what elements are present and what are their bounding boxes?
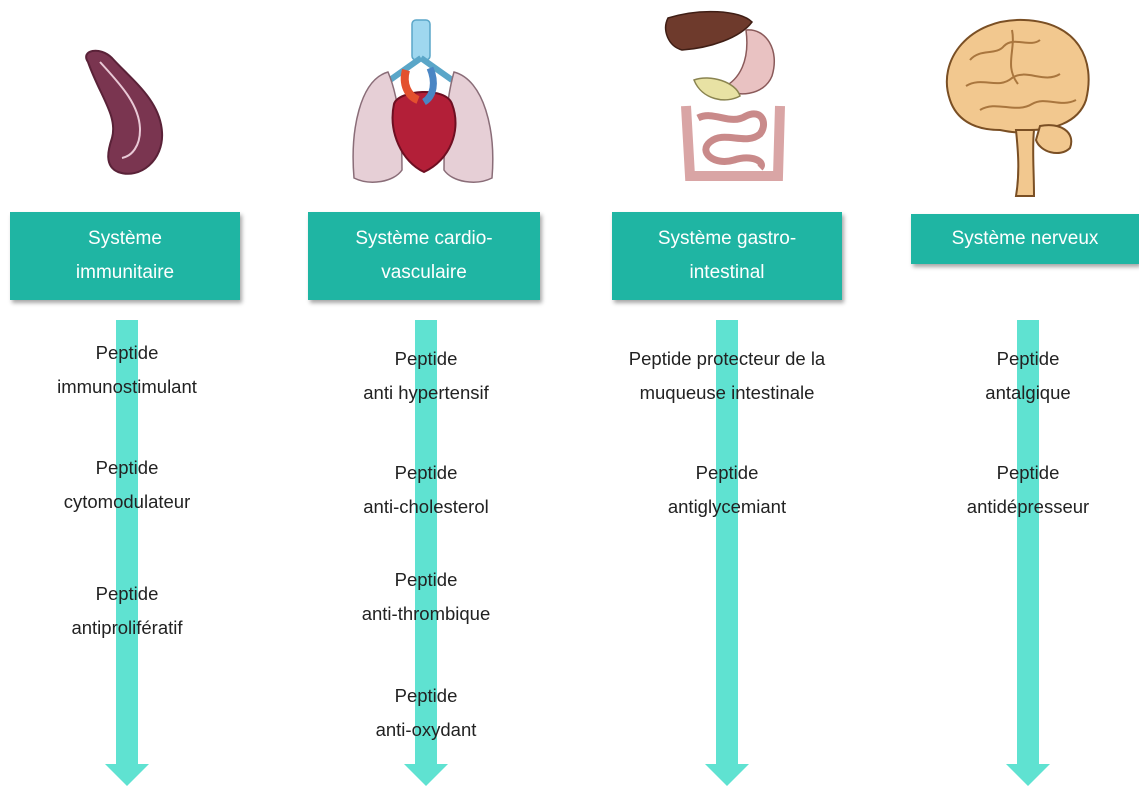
peptide-item: Peptide anti-cholesterol [290,456,562,524]
column-gastrointestinal: Système gastro- intestinal Peptide prote… [590,0,880,787]
system-label-line: Système gastro- [658,222,796,256]
peptide-item: Peptide antiglycemiant [590,456,864,524]
peptide-item: Peptide protecteur de la muqueuse intest… [590,342,864,410]
peptide-item: Peptide anti-oxydant [290,679,562,747]
peptide-item: Peptide antalgique [900,342,1139,410]
system-label-line: Système [88,222,162,256]
peptide-item: Peptide antiprolifératif [0,577,254,645]
system-label-line: vasculaire [381,256,467,290]
system-label-line: Système cardio- [355,222,492,256]
system-label-line: immunitaire [76,256,174,290]
peptide-item: Peptide anti-thrombique [290,563,562,631]
column-nervous: Système nerveux Peptide antalgique Pepti… [900,0,1139,787]
heart-lungs-icon [290,0,560,200]
system-box-gastrointestinal: Système gastro- intestinal [612,212,842,300]
digestive-system-icon [590,0,880,200]
column-cardiovascular: Système cardio- vasculaire Peptide anti … [290,0,560,787]
brain-icon [900,0,1139,200]
system-label-line: Système nerveux [952,222,1099,256]
peptide-item: Peptide anti hypertensif [290,342,562,410]
spleen-icon [0,0,260,200]
peptide-item: Peptide immunostimulant [0,336,254,404]
peptide-item: Peptide antidépresseur [900,456,1139,524]
system-box-immune: Système immunitaire [10,212,240,300]
system-box-nervous: Système nerveux [911,214,1139,264]
system-box-cardiovascular: Système cardio- vasculaire [308,212,540,300]
system-label-line: intestinal [690,256,765,290]
peptide-item: Peptide cytomodulateur [0,451,254,519]
column-immune: Système immunitaire Peptide immunostimul… [0,0,260,787]
